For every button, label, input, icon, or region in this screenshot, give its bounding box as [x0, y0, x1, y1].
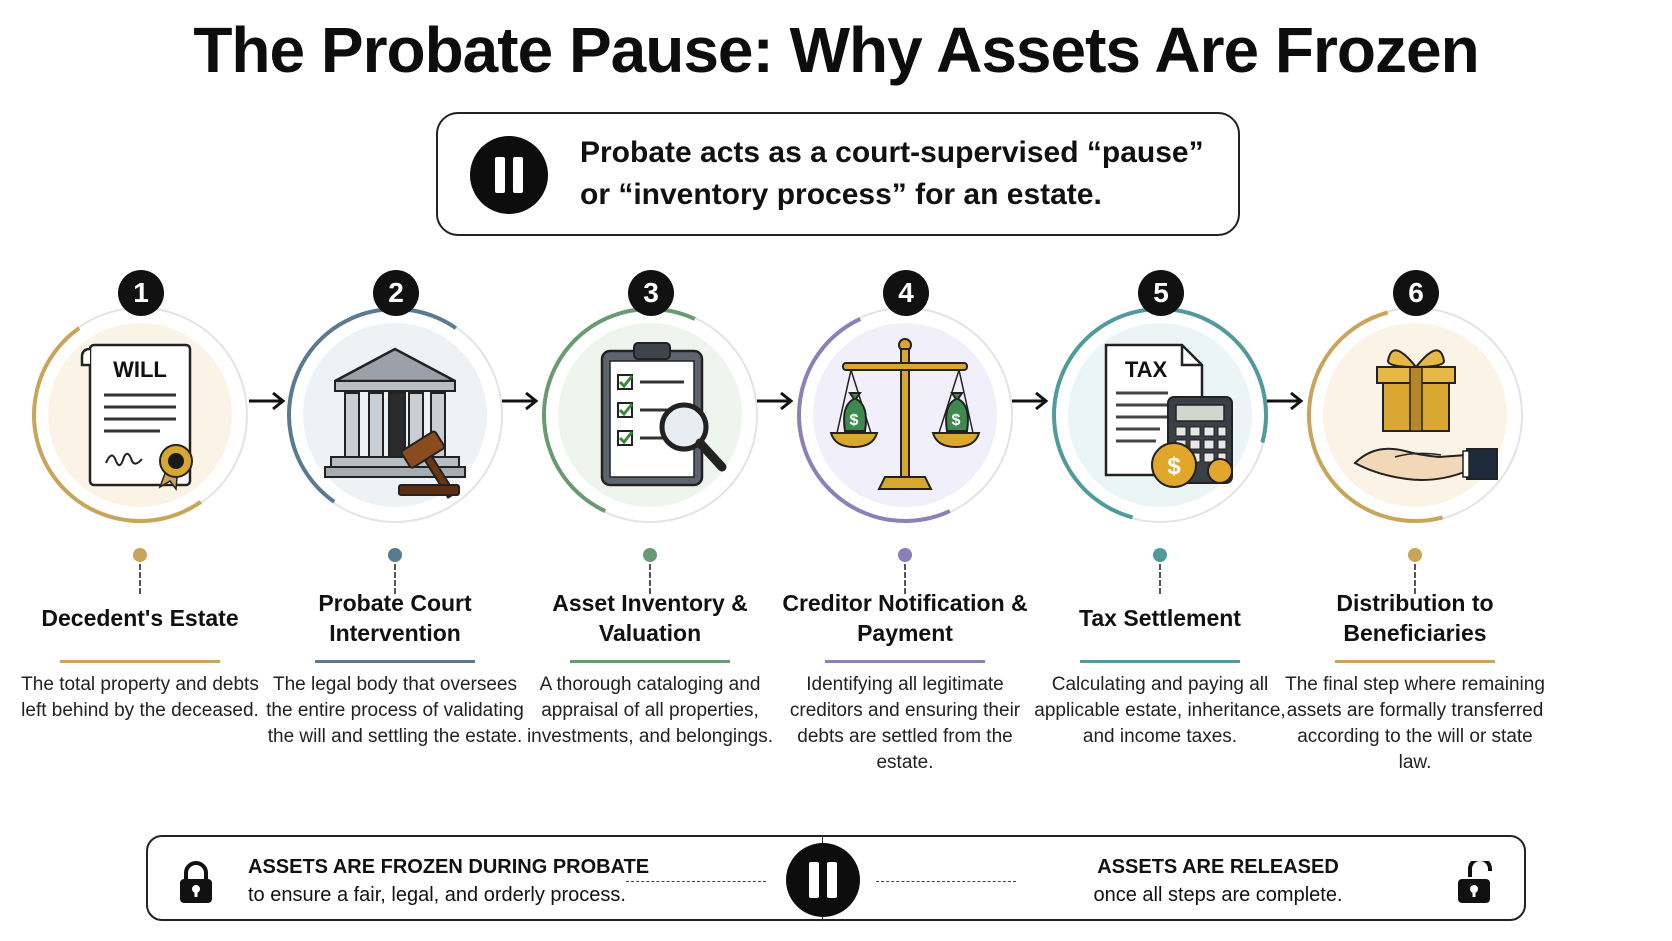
banner-line-2: or “inventory process” for an estate. [580, 178, 1102, 211]
pause-banner: Probate acts as a court-supervised “paus… [436, 112, 1240, 236]
step-connector-dot [1153, 548, 1167, 562]
step-connector-line [904, 564, 906, 594]
pause-icon [786, 843, 860, 917]
step-connector-dot [1408, 548, 1422, 562]
pause-icon [470, 136, 548, 214]
arrow-right-icon [1012, 391, 1049, 411]
step-description: Calculating and paying all applicable es… [1034, 674, 1286, 747]
svg-text:$: $ [952, 412, 961, 429]
footer-frozen-title: ASSETS ARE FROZEN DURING PROBATE [248, 856, 650, 878]
clipboard-magnifier-icon [600, 342, 727, 487]
step-title: Decedent's Estate [41, 605, 239, 631]
step-connector-line [394, 564, 396, 594]
banner-text: Probate acts as a court-supervised “paus… [580, 132, 1220, 216]
step-1: 1 WILL Decedent's Estate The total prope… [0, 270, 280, 830]
svg-text:$: $ [850, 412, 859, 429]
step-connector-line [649, 564, 651, 594]
step-4: 4 $ $ Creditor Notification & Payment Id… [765, 270, 1045, 830]
footer-released-subtitle: once all steps are complete. [1093, 884, 1343, 906]
step-3: 3 Asset Inventory & Valuation A thorough… [510, 270, 790, 830]
step-5: 5 TAX $ Tax Settlement Calculating and p… [1012, 267, 1308, 830]
locked-padlock-icon [180, 861, 212, 903]
step-connector-dot [388, 548, 402, 562]
step-number-badge: 6 [1393, 270, 1439, 316]
tax-calculator-icon: TAX $ [1104, 343, 1233, 488]
step-description: The final step where remaining assets ar… [1285, 674, 1545, 773]
footer-bar: ASSETS ARE FROZEN DURING PROBATE to ensu… [146, 835, 1526, 921]
will-label: WILL [113, 357, 167, 382]
banner-line-1: Probate acts as a court-supervised “paus… [580, 136, 1204, 169]
step-description: The legal body that oversees the entire … [266, 674, 524, 747]
step-title: Tax Settlement [1079, 605, 1241, 631]
page-title: The Probate Pause: Why Assets Are Frozen [193, 14, 1479, 86]
footer-frozen-text: ASSETS ARE FROZEN DURING PROBATE to ensu… [248, 853, 668, 909]
step-number-badge: 1 [118, 270, 164, 316]
step-connector-line [1159, 564, 1161, 594]
step-title: Creditor Notification & Payment [782, 590, 1028, 646]
will-document-icon: WILL [80, 343, 193, 492]
footer-released-title: ASSETS ARE RELEASED [1097, 856, 1339, 878]
step-title-underline [315, 660, 475, 663]
step-title-underline [1080, 660, 1240, 663]
footer-dashed-line-right [876, 881, 1016, 882]
step-number-badge: 2 [373, 270, 419, 316]
arrow-right-icon [1267, 391, 1304, 411]
step-description: Identifying all legitimate creditors and… [789, 674, 1021, 773]
scales-money-icon: $ $ [829, 338, 981, 490]
step-title-underline [825, 660, 985, 663]
footer-dashed-line-left [626, 881, 766, 882]
step-number-badge: 5 [1138, 270, 1184, 316]
arrow-right-icon [757, 391, 794, 411]
step-connector-line [1414, 564, 1416, 594]
arrow-right-icon [502, 391, 539, 411]
step-2: 2 Probate Court Intervention The legal b… [255, 270, 535, 830]
step-title-underline [60, 660, 220, 663]
step-6: 6 Distribution to Beneficiaries The fina… [1267, 267, 1563, 830]
step-number-badge: 3 [628, 270, 674, 316]
step-connector-dot [643, 548, 657, 562]
unlocked-padlock-icon [1458, 861, 1492, 903]
step-title: Probate Court Intervention [318, 590, 472, 646]
step-title-underline [1335, 660, 1495, 663]
step-title: Asset Inventory & Valuation [552, 590, 748, 646]
step-title: Distribution to Beneficiaries [1336, 590, 1494, 646]
step-number-badge: 4 [883, 270, 929, 316]
courthouse-gavel-icon [324, 347, 466, 499]
footer-frozen-subtitle: to ensure a fair, legal, and orderly pro… [248, 884, 626, 906]
step-description: A thorough cataloging and appraisal of a… [526, 674, 774, 747]
tax-label: TAX [1125, 357, 1168, 382]
step-description: The total property and debts left behind… [21, 674, 259, 721]
svg-text:$: $ [1167, 453, 1181, 480]
step-connector-dot [133, 548, 147, 562]
gift-hand-icon [1353, 349, 1498, 481]
arrow-right-icon [249, 391, 286, 411]
step-connector-dot [898, 548, 912, 562]
footer-released-text: ASSETS ARE RELEASED once all steps are c… [1068, 853, 1368, 909]
step-connector-line [139, 564, 141, 594]
step-title-underline [570, 660, 730, 663]
